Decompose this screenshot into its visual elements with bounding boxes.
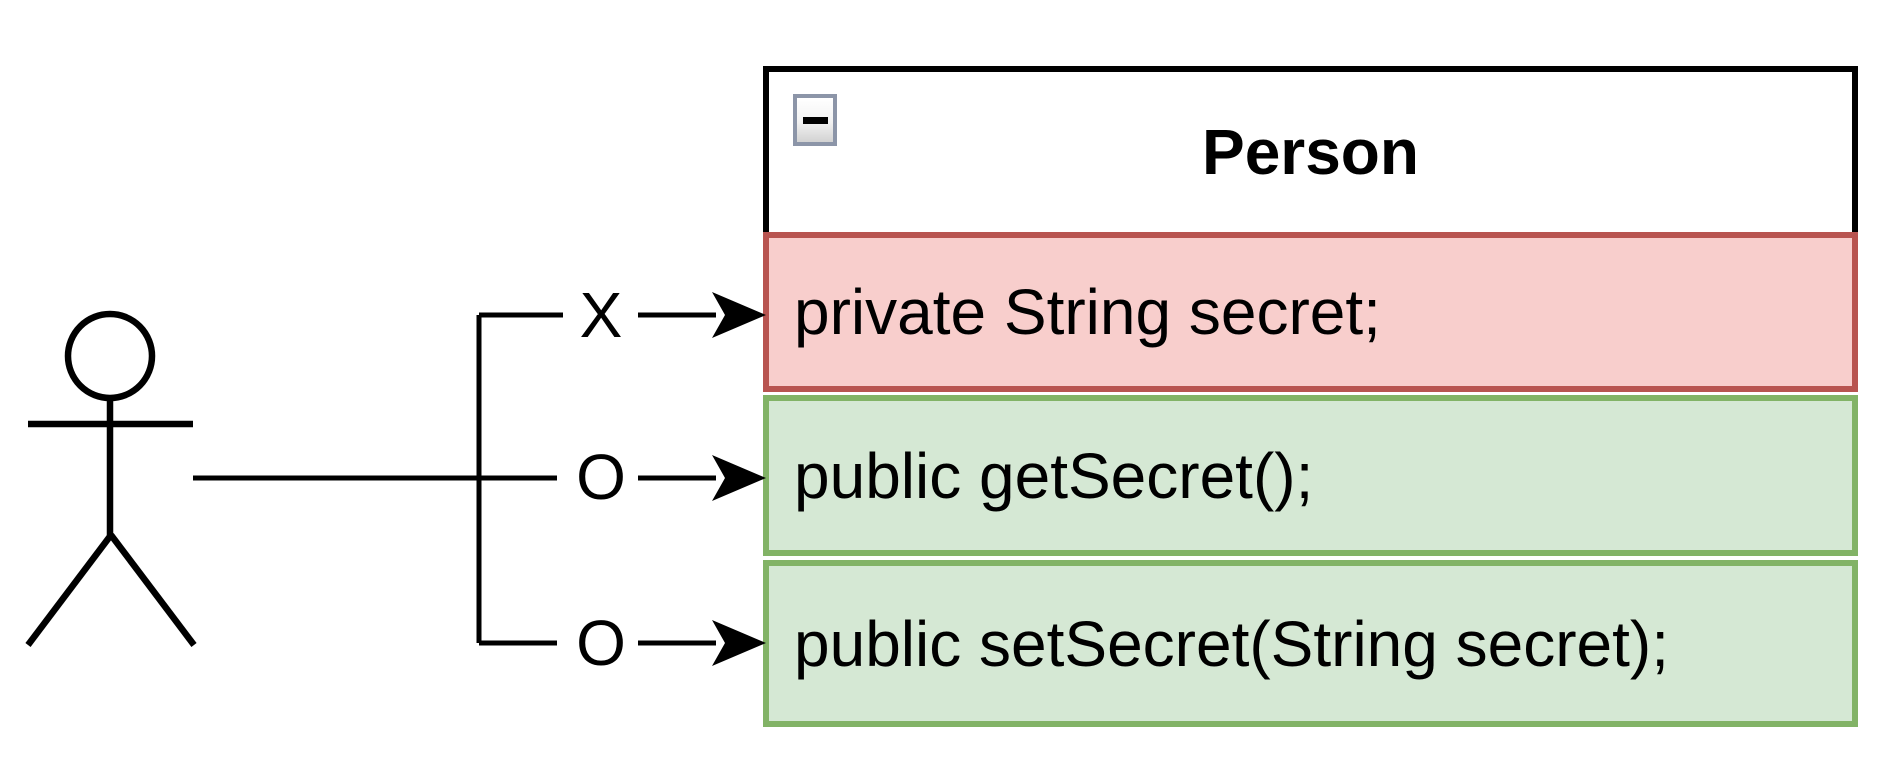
member-row-private-secret: private String secret;: [763, 232, 1858, 392]
connector-get-secret: O: [576, 441, 766, 513]
member-row-get-secret: public getSecret();: [763, 395, 1858, 556]
collapse-button[interactable]: [793, 94, 837, 146]
arrow-head-icon: [712, 620, 766, 666]
connector-label-x: X: [580, 279, 623, 351]
connector-label-o: O: [576, 441, 626, 513]
minus-icon: [802, 116, 828, 124]
actor-left-leg: [25, 533, 114, 647]
member-row-set-secret: public setSecret(String secret);: [763, 560, 1858, 727]
class-box-person: Person private String secret; public get…: [763, 66, 1858, 727]
actor-stick-figure: [25, 310, 197, 647]
arrow-head-icon: [712, 292, 766, 338]
member-label: private String secret;: [794, 276, 1381, 348]
actor-right-leg: [108, 533, 197, 647]
arrow-head-icon: [712, 455, 766, 501]
class-header: Person: [763, 66, 1858, 232]
member-label: public getSecret();: [794, 439, 1314, 512]
connector-private: X: [479, 279, 766, 351]
connector-set-secret: O: [479, 607, 766, 679]
actor-head: [64, 310, 156, 402]
member-label: public setSecret(String secret);: [794, 607, 1669, 680]
connector-label-o: O: [576, 607, 626, 679]
class-title: Person: [1202, 116, 1419, 188]
